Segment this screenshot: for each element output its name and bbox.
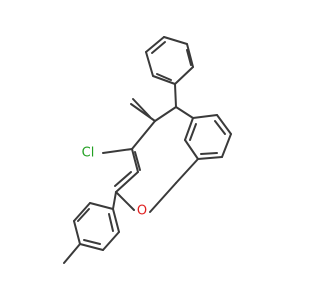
bond — [73, 202, 91, 222]
bond — [175, 106, 194, 119]
bond-double-inner — [83, 239, 101, 245]
bond-exocyclic-double — [130, 103, 156, 122]
bond-double-inner — [77, 208, 90, 222]
bond — [174, 66, 194, 85]
bond-double-inner — [214, 120, 226, 135]
bond — [192, 114, 218, 119]
bond-double-inner — [200, 152, 218, 155]
bond-double-inner — [108, 213, 114, 232]
bond — [115, 191, 135, 211]
bond — [163, 36, 188, 45]
bond — [145, 36, 165, 53]
bond — [216, 114, 232, 135]
bond-double-inner — [189, 123, 197, 141]
bond — [89, 202, 114, 210]
bond-c-cl — [102, 148, 133, 154]
bond-double-inner — [151, 41, 166, 54]
atom-label-oxygen: O — [137, 204, 147, 219]
bond — [149, 182, 177, 213]
bond — [115, 171, 139, 193]
bond-c-methyl — [63, 243, 81, 264]
bond — [152, 75, 176, 85]
bond — [186, 43, 194, 68]
bond — [112, 208, 120, 233]
bond — [79, 243, 104, 251]
tolyl-ring — [73, 202, 120, 251]
bond — [73, 220, 81, 245]
bond — [197, 156, 223, 160]
oxepine-ring — [114, 106, 194, 213]
bond — [102, 231, 120, 251]
benzo-ring — [175, 114, 232, 184]
atom-label-chlorine: Cl — [82, 146, 95, 161]
bond — [184, 139, 199, 160]
background — [0, 0, 300, 300]
molecule-structure-diagram: Cl O — [0, 0, 300, 300]
bond-exocyclic-double — [132, 98, 151, 118]
bond — [184, 117, 194, 141]
bond-double-inner — [114, 171, 132, 187]
bond — [131, 148, 139, 173]
phenyl-ring-top — [145, 36, 194, 85]
bond — [154, 106, 177, 122]
bond-phenyl-ch — [174, 83, 177, 108]
bond-c-tolyl — [112, 191, 117, 210]
bond — [131, 120, 156, 150]
bond-double-inner — [156, 73, 172, 81]
bond — [221, 133, 232, 158]
bond-double-inner — [186, 49, 192, 66]
bond-double-inner — [134, 151, 141, 171]
bond — [145, 51, 154, 77]
bond — [175, 158, 199, 184]
